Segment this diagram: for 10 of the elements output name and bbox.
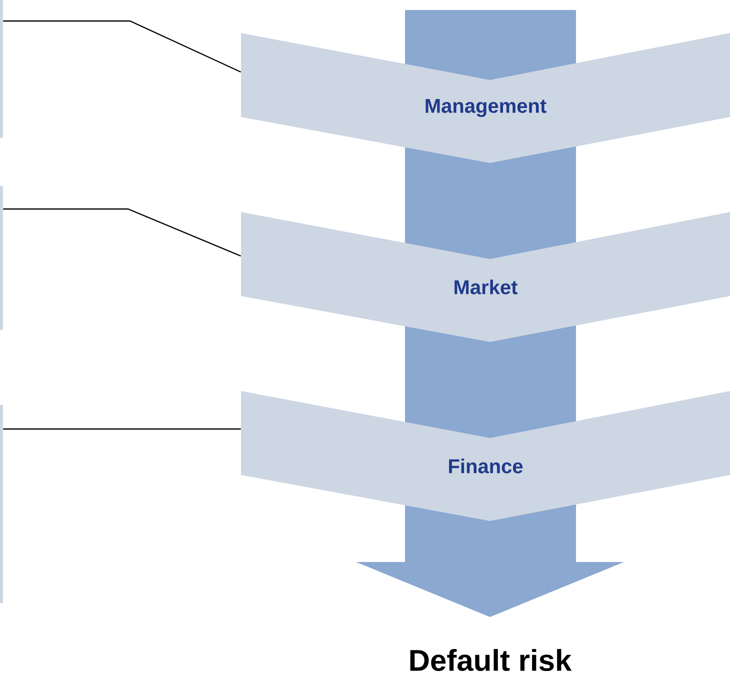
caption-text: Default risk <box>410 649 572 672</box>
leader-line <box>3 208 242 257</box>
chevron-band: Finance <box>241 391 730 521</box>
chevron-band: Market <box>241 212 730 342</box>
side-bar <box>0 405 3 603</box>
leader-line <box>3 428 241 430</box>
side-bar <box>0 186 3 330</box>
leader-line <box>3 20 242 73</box>
side-bar <box>0 0 3 138</box>
chevron-band: Management <box>241 33 730 163</box>
